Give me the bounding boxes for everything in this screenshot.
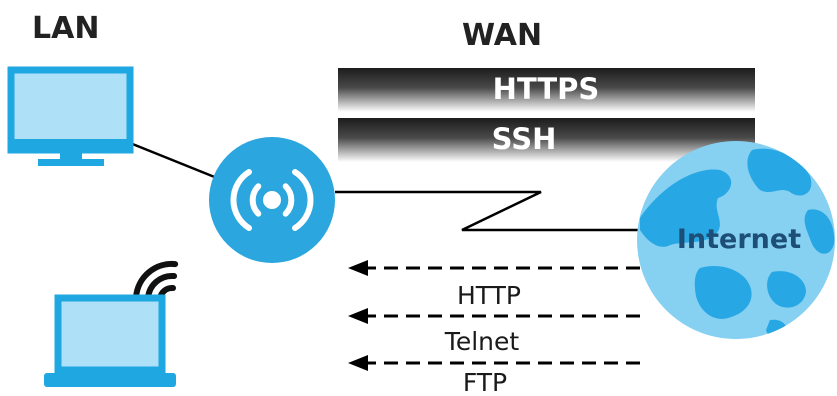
https-label: HTTPS	[493, 72, 600, 106]
globe-icon: Internet	[637, 141, 835, 339]
wan-link	[335, 190, 640, 232]
ftp-label: FTP	[463, 368, 507, 396]
desktop-router-link	[129, 141, 223, 182]
laptop-icon	[44, 294, 176, 387]
internet-label: Internet	[677, 224, 801, 255]
http-arrow	[348, 260, 640, 276]
ssh-bar: SSH	[338, 118, 755, 162]
lan-heading: LAN	[32, 11, 99, 46]
telnet-label: Telnet	[444, 327, 520, 356]
wan-heading: WAN	[462, 18, 542, 53]
wireless-router-icon	[209, 137, 335, 263]
https-bar: HTTPS	[338, 68, 755, 112]
http-label: HTTP	[457, 281, 521, 310]
ftp-arrow	[348, 355, 640, 371]
telnet-arrow	[348, 308, 640, 324]
desktop-computer-icon	[7, 66, 134, 166]
ssh-label: SSH	[492, 122, 557, 156]
